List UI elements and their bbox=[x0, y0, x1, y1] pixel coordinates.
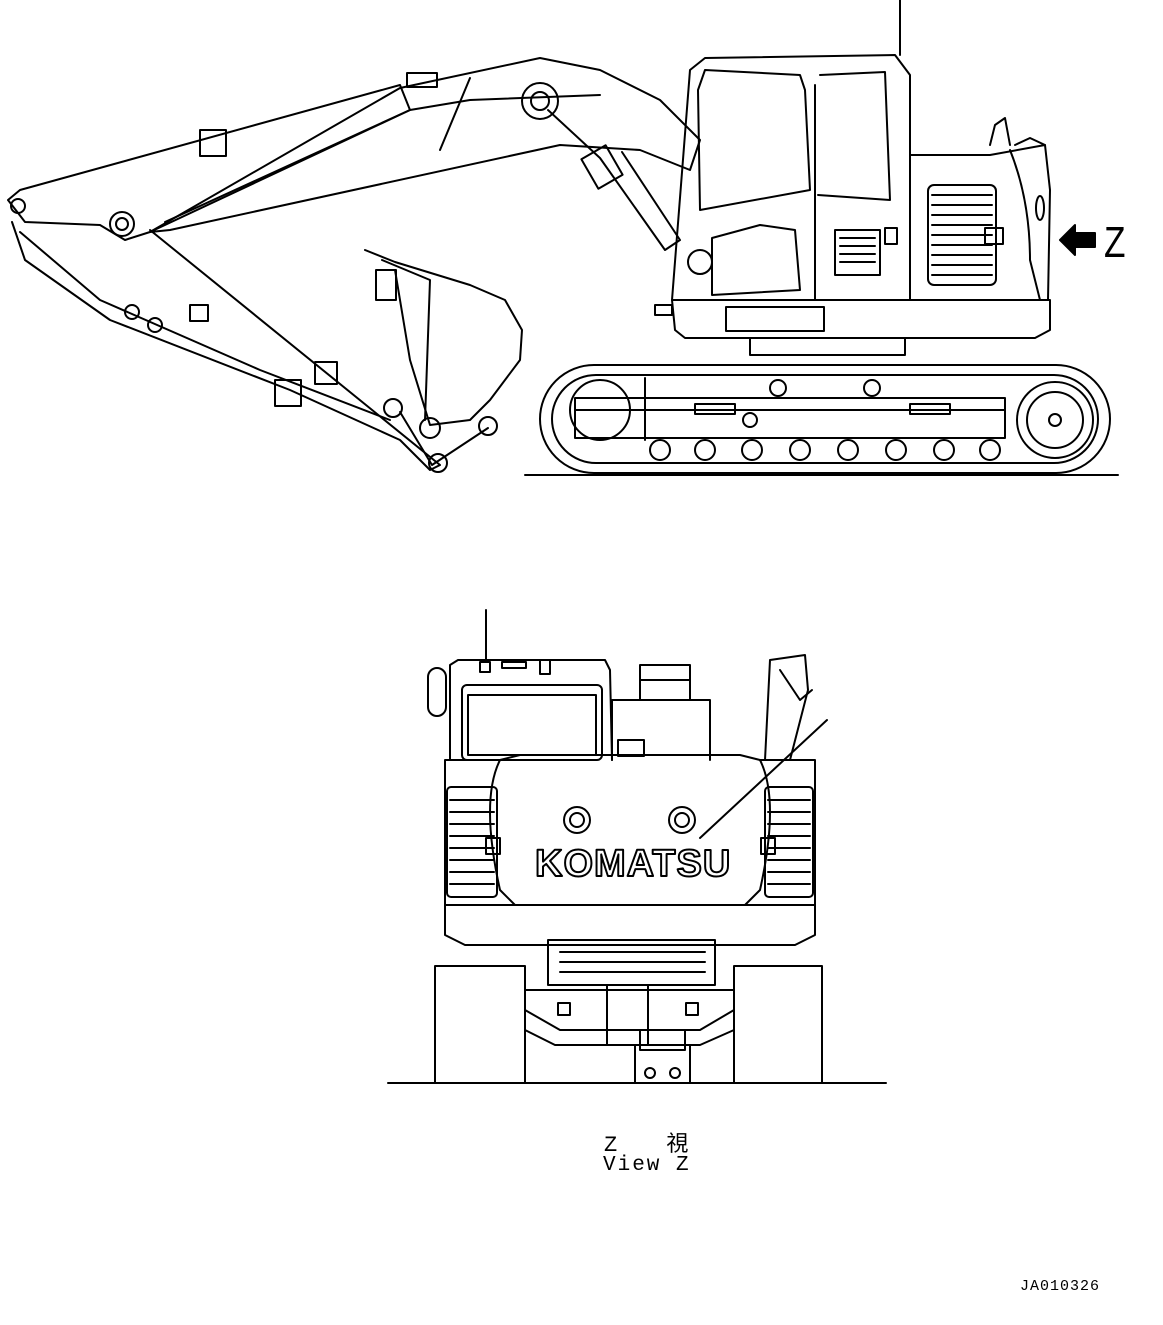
brand-logo: KOMATSU bbox=[535, 843, 731, 885]
view-title-jp: Z 視 bbox=[604, 1133, 707, 1158]
arm bbox=[7, 84, 441, 471]
bucket bbox=[364, 249, 523, 473]
boom bbox=[149, 57, 701, 251]
crawler-track bbox=[539, 364, 1111, 474]
cab-rear bbox=[449, 659, 613, 761]
counterweight bbox=[444, 754, 816, 946]
swing-bearing bbox=[749, 337, 906, 356]
step-plate bbox=[725, 306, 825, 332]
cab bbox=[671, 0, 911, 301]
right-track bbox=[733, 965, 823, 1084]
side-view bbox=[7, 0, 1119, 476]
view-title-en: View Z bbox=[603, 1154, 691, 1177]
drawing-number: JA010326 bbox=[1020, 1278, 1101, 1295]
left-track bbox=[434, 965, 526, 1084]
upper-frame bbox=[671, 299, 1051, 339]
view-arrow-label: Z bbox=[1104, 218, 1126, 267]
engine-hood bbox=[909, 117, 1051, 301]
rear-view: KOMATSU bbox=[387, 609, 887, 1084]
view-arrow-icon bbox=[1059, 224, 1096, 256]
